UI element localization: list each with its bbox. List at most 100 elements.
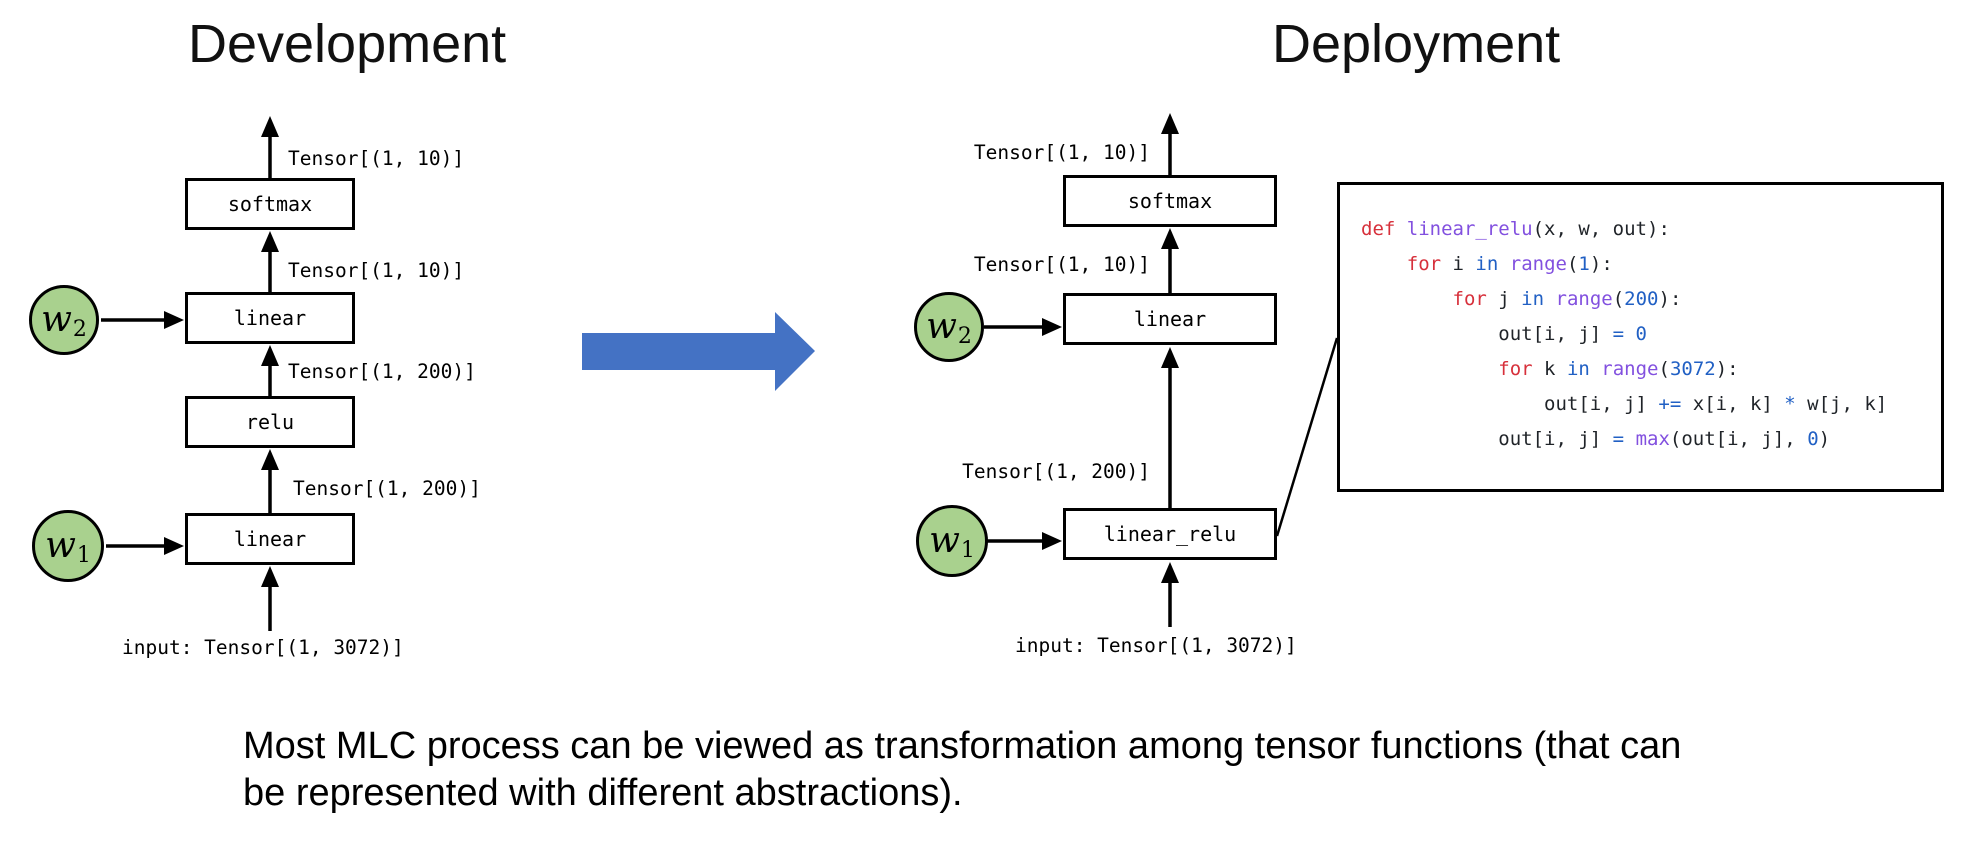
code-token: j [1486,288,1522,310]
weight-subscript: 1 [76,543,91,568]
code-token: out[i, j] [1361,323,1613,345]
code-token: for [1498,358,1533,380]
code-token: ( [1566,253,1579,275]
up-arrow-dev-input [261,566,279,631]
deploy-tensor-label-2: Tensor[(1, 200)] [962,460,1150,483]
code-line: def linear_relu(x, w, out): [1361,212,1937,247]
code-lines: def linear_relu(x, w, out): for i in ran… [1361,212,1937,485]
code-token: max [1635,428,1670,450]
code-token: = 0 [1612,323,1647,345]
deploy-input-label: input: Tensor[(1, 3072)] [1015,634,1297,657]
code-token [1361,288,1453,310]
code-token: k [1532,358,1567,380]
arrow-dev-w2-linear [101,311,184,329]
up-arrow-deploy-input [1161,562,1179,627]
deploy-node-linearrelu: linear_relu [1063,508,1277,560]
code-line: out[i, j] += x[i, k] * w[j, k] [1361,387,1937,422]
code-token: out[i, j] [1361,428,1613,450]
code-token [1590,358,1601,380]
code-token: (x, w, out): [1532,218,1670,240]
code-token: range [1509,253,1567,275]
code-token: in [1475,253,1499,275]
deploy-tensor-label-output: Tensor[(1, 10)] [973,141,1150,164]
weight-symbol: w [41,299,72,340]
up-arrow-deploy-linearrelu-linear [1161,347,1179,508]
code-token: ): [1658,288,1682,310]
deployment-title: Deployment [1272,14,1561,74]
deploy-arrows [984,113,1179,627]
weight-subscript: 2 [957,324,972,349]
dev-arrows [101,116,279,631]
arrow-deploy-w1-linearrelu [986,532,1062,550]
caption: Most MLC process can be viewed as transf… [243,723,1681,817]
code-token: * [1784,393,1796,415]
weight-subscript: 2 [72,317,87,342]
code-token: 1 [1578,253,1590,275]
up-arrow-dev-output [261,116,279,178]
dev-tensor-label-output: Tensor[(1, 10)] [288,147,465,170]
code-token: += [1658,393,1682,415]
code-line: out[i, j] = max(out[i, j], 0) [1361,422,1937,457]
code-token [1498,253,1509,275]
up-arrow-dev-linear1-relu [261,449,279,513]
arrow-deploy-w2-linear [984,318,1062,336]
code-line: for j in range(200): [1361,282,1937,317]
code-line: for k in range(3072): [1361,352,1937,387]
code-token: = [1612,428,1625,450]
caption-line-2: be represented with different abstractio… [243,772,963,814]
weight-subscript: 1 [960,538,975,563]
code-token: 0 [1807,428,1819,450]
caption-line-1: Most MLC process can be viewed as transf… [243,725,1682,767]
code-token: out[i, j] [1361,393,1659,415]
dev-node-linear1: linear [185,513,355,565]
dev-tensor-label-2: Tensor[(1, 200)] [288,360,476,383]
code-token: for [1452,288,1487,310]
code-token: 3072 [1669,358,1716,380]
deploy-tensor-label-1: Tensor[(1, 10)] [973,253,1150,276]
code-token: ( [1612,288,1625,310]
code-token: range [1601,358,1659,380]
code-token: i [1441,253,1476,275]
code-token: ) [1818,428,1831,450]
up-arrow-deploy-linear-softmax [1161,228,1179,293]
code-token: ( [1658,358,1670,380]
deploy-node-softmax: softmax [1063,175,1277,227]
code-token [1624,428,1635,450]
code-token: def [1361,218,1407,240]
dev-tensor-label-1: Tensor[(1, 10)] [288,259,465,282]
callout-line [1275,337,1339,537]
code-token: x[i, k] [1681,393,1785,415]
code-token [1361,253,1407,275]
deploy-node-linear: linear [1063,293,1277,345]
code-token [1544,288,1555,310]
code-token: (out[i, j], [1669,428,1808,450]
dev-node-linear2: linear [185,292,355,344]
code-token: ): [1589,253,1613,275]
code-token [1361,358,1498,380]
weight-symbol: w [926,306,957,347]
code-token: for [1406,253,1442,275]
dev-tensor-label-3: Tensor[(1, 200)] [293,477,481,500]
dev-node-relu: relu [185,396,355,448]
code-line: for i in range(1): [1361,247,1937,282]
up-arrow-deploy-output [1161,113,1179,175]
development-title: Development [188,14,507,74]
code-token: in [1521,288,1545,310]
arrow-dev-w1-linear [106,537,184,555]
code-token: w[j, k] [1795,393,1888,415]
weight-symbol: w [45,525,76,566]
code-box: def linear_relu(x, w, out): for i in ran… [1337,182,1944,492]
code-token: range [1555,288,1613,310]
dev-input-label: input: Tensor[(1, 3072)] [122,636,404,659]
up-arrow-dev-linear2-softmax [261,231,279,292]
code-token: in [1566,358,1590,380]
code-token: linear_relu [1406,218,1533,240]
dev-node-softmax: softmax [185,178,355,230]
transform-arrow [582,312,815,391]
